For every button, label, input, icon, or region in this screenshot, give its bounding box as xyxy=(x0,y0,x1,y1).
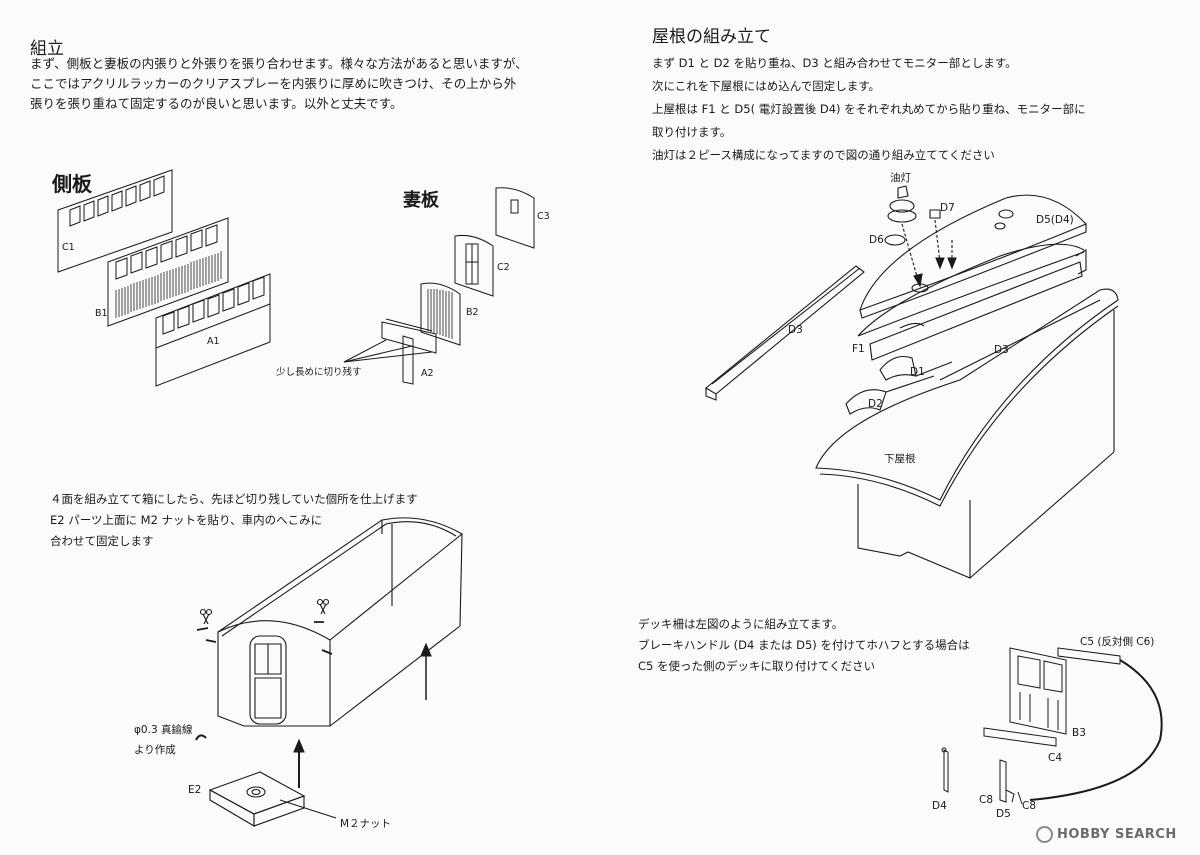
watermark: HOBBY SEARCH xyxy=(1036,826,1177,843)
b1-panel xyxy=(108,218,228,326)
roof-line-2: 次にこれを下屋根にはめ込んで固定します。 xyxy=(652,79,881,93)
label-c5: C5 (反対側 C6) xyxy=(1080,636,1155,648)
side-panel-title: 側板 xyxy=(52,172,92,196)
label-c1: C1 xyxy=(62,242,75,253)
end-panel-title: 妻板 xyxy=(403,190,439,211)
label-d7: D7 xyxy=(940,202,955,214)
watermark-text: HOBBY SEARCH xyxy=(1057,827,1177,842)
box-line-2: E2 パーツ上面に M2 ナットを貼り、車内のへこみに xyxy=(50,513,323,527)
assembly-line-3: 張りを張り重ねて固定するのが良いと思います。以外と丈夫です。 xyxy=(30,96,403,111)
label-a1: A1 xyxy=(207,336,220,347)
d3-rail xyxy=(706,266,864,394)
roof-assembly-diagram xyxy=(0,0,1200,600)
label-lower-roof: 下屋根 xyxy=(884,453,916,465)
wire-part xyxy=(196,735,206,740)
label-oil-lamp: 油灯 xyxy=(890,172,911,184)
label-d6: D6 xyxy=(869,234,884,246)
d2-end xyxy=(846,390,886,414)
label-c8-right: C8 xyxy=(1022,800,1037,812)
b2-panel xyxy=(421,283,460,345)
label-d5d4: D5(D4) xyxy=(1036,214,1074,226)
c1-panel xyxy=(58,170,172,272)
label-d3-side: D3 xyxy=(994,344,1009,356)
roof-line-3: 上屋根は F1 と D5( 電灯設置後 D4) をそれぞれ丸めてから貼り重ね、モ… xyxy=(652,102,1086,116)
roof-line-5: 油灯は２ピース構成になってますので図の通り組み立ててください xyxy=(652,148,995,162)
panel-parts-diagram xyxy=(0,0,600,440)
label-f1: F1 xyxy=(852,343,865,355)
a2-tab xyxy=(403,336,413,384)
car-body xyxy=(858,484,970,578)
a1-windows xyxy=(163,277,264,334)
upper-roof-d5 xyxy=(860,195,1086,310)
arrow-down-icon xyxy=(948,258,956,268)
wire-note: φ0.3 真鍮線 より作成 xyxy=(134,720,192,760)
label-e2: E2 xyxy=(188,784,202,796)
label-d1: D1 xyxy=(910,366,925,378)
d5-handle xyxy=(1000,760,1006,802)
cut-note: 少し長めに切り残す xyxy=(276,367,362,378)
deck-line-3: C5 を使った側のデッキに取り付けてください xyxy=(638,659,876,673)
label-d3-rail: D3 xyxy=(788,324,803,336)
label-b2: B2 xyxy=(466,307,479,318)
arrow-up-icon xyxy=(421,644,431,656)
lower-roof xyxy=(816,289,1118,500)
b1-louvres xyxy=(116,251,221,318)
oil-lamp xyxy=(898,186,908,198)
label-c4: C4 xyxy=(1048,752,1063,764)
c3-panel xyxy=(496,188,534,248)
box-line-1: ４面を組み立てて箱にしたら、先ほど切り残していた個所を仕上げます xyxy=(50,492,418,506)
wire-note-line-2: より作成 xyxy=(134,744,176,756)
wire-note-line-1: φ0.3 真鍮線 xyxy=(134,724,193,736)
c1-windows xyxy=(70,176,164,226)
label-d5: D5 xyxy=(996,808,1011,820)
c2-panel xyxy=(455,235,493,296)
deck-line-2: ブレーキハンドル (D4 または D5) を付けてホハフとする場合は xyxy=(638,638,970,652)
label-c3: C3 xyxy=(537,211,550,222)
leader-curve xyxy=(1030,660,1162,800)
arrow-down-icon xyxy=(936,258,944,268)
a1-panel xyxy=(156,274,270,386)
assembly-line-2: ここではアクリルラッカーのクリアスプレーを内張りに厚めに吹きつけ、その上から外 xyxy=(30,76,517,91)
roof-heading: 屋根の組み立て xyxy=(652,27,771,47)
label-c2: C2 xyxy=(497,262,510,273)
roof-instructions: まず D1 と D2 を貼り重ね、D3 と組み合わせてモニター部とします。 次に… xyxy=(652,52,1086,167)
door xyxy=(250,636,286,724)
label-m2-nut: M２ナット xyxy=(340,818,392,830)
deck-instructions: デッキ柵は左図のように組み立てます。 ブレーキハンドル (D4 または D5) … xyxy=(638,614,970,677)
b1-windows xyxy=(116,225,217,279)
label-b3: B3 xyxy=(1072,727,1086,739)
label-d4: D4 xyxy=(932,800,947,812)
deck-line-1: デッキ柵は左図のように組み立てます。 xyxy=(638,617,844,631)
label-d2: D2 xyxy=(868,398,883,410)
scissors-icon xyxy=(318,600,329,615)
b3-frame xyxy=(1010,648,1066,734)
m2-nut xyxy=(247,787,265,797)
box-line-3: 合わせて固定します xyxy=(50,534,154,548)
roof-line-1: まず D1 と D2 を貼り重ね、D3 と組み合わせてモニター部とします。 xyxy=(652,56,1017,70)
hobbysearch-logo-icon xyxy=(1036,826,1053,843)
f1-sheet xyxy=(858,244,1084,336)
label-c8-left: C8 xyxy=(979,794,994,806)
d4-handle xyxy=(944,750,948,792)
d3-monitor-side xyxy=(870,262,1082,360)
assembly-line-1: まず、側板と妻板の内張りと外張りを張り合わせます。様々な方法があると思いますが、 xyxy=(30,56,528,71)
box-instructions: ４面を組み立てて箱にしたら、先ほど切り残していた個所を仕上げます E2 パーツ上… xyxy=(50,489,418,552)
label-a2: A2 xyxy=(421,368,434,379)
label-b1: B1 xyxy=(95,308,108,319)
arrow-down-icon xyxy=(914,274,922,286)
c5-strip xyxy=(1058,648,1120,664)
a2-panel xyxy=(382,322,436,353)
assembly-heading: 組立 xyxy=(30,39,64,59)
box-assembly-diagram xyxy=(0,0,600,855)
arrow-up-icon xyxy=(294,740,304,752)
scissors-icon xyxy=(201,610,212,625)
assembly-paragraph: まず、側板と妻板の内張りと外張りを張り合わせます。様々な方法があると思いますが、… xyxy=(30,54,528,114)
roof-line-4: 取り付けます。 xyxy=(652,125,732,139)
c4-strip xyxy=(984,728,1056,746)
